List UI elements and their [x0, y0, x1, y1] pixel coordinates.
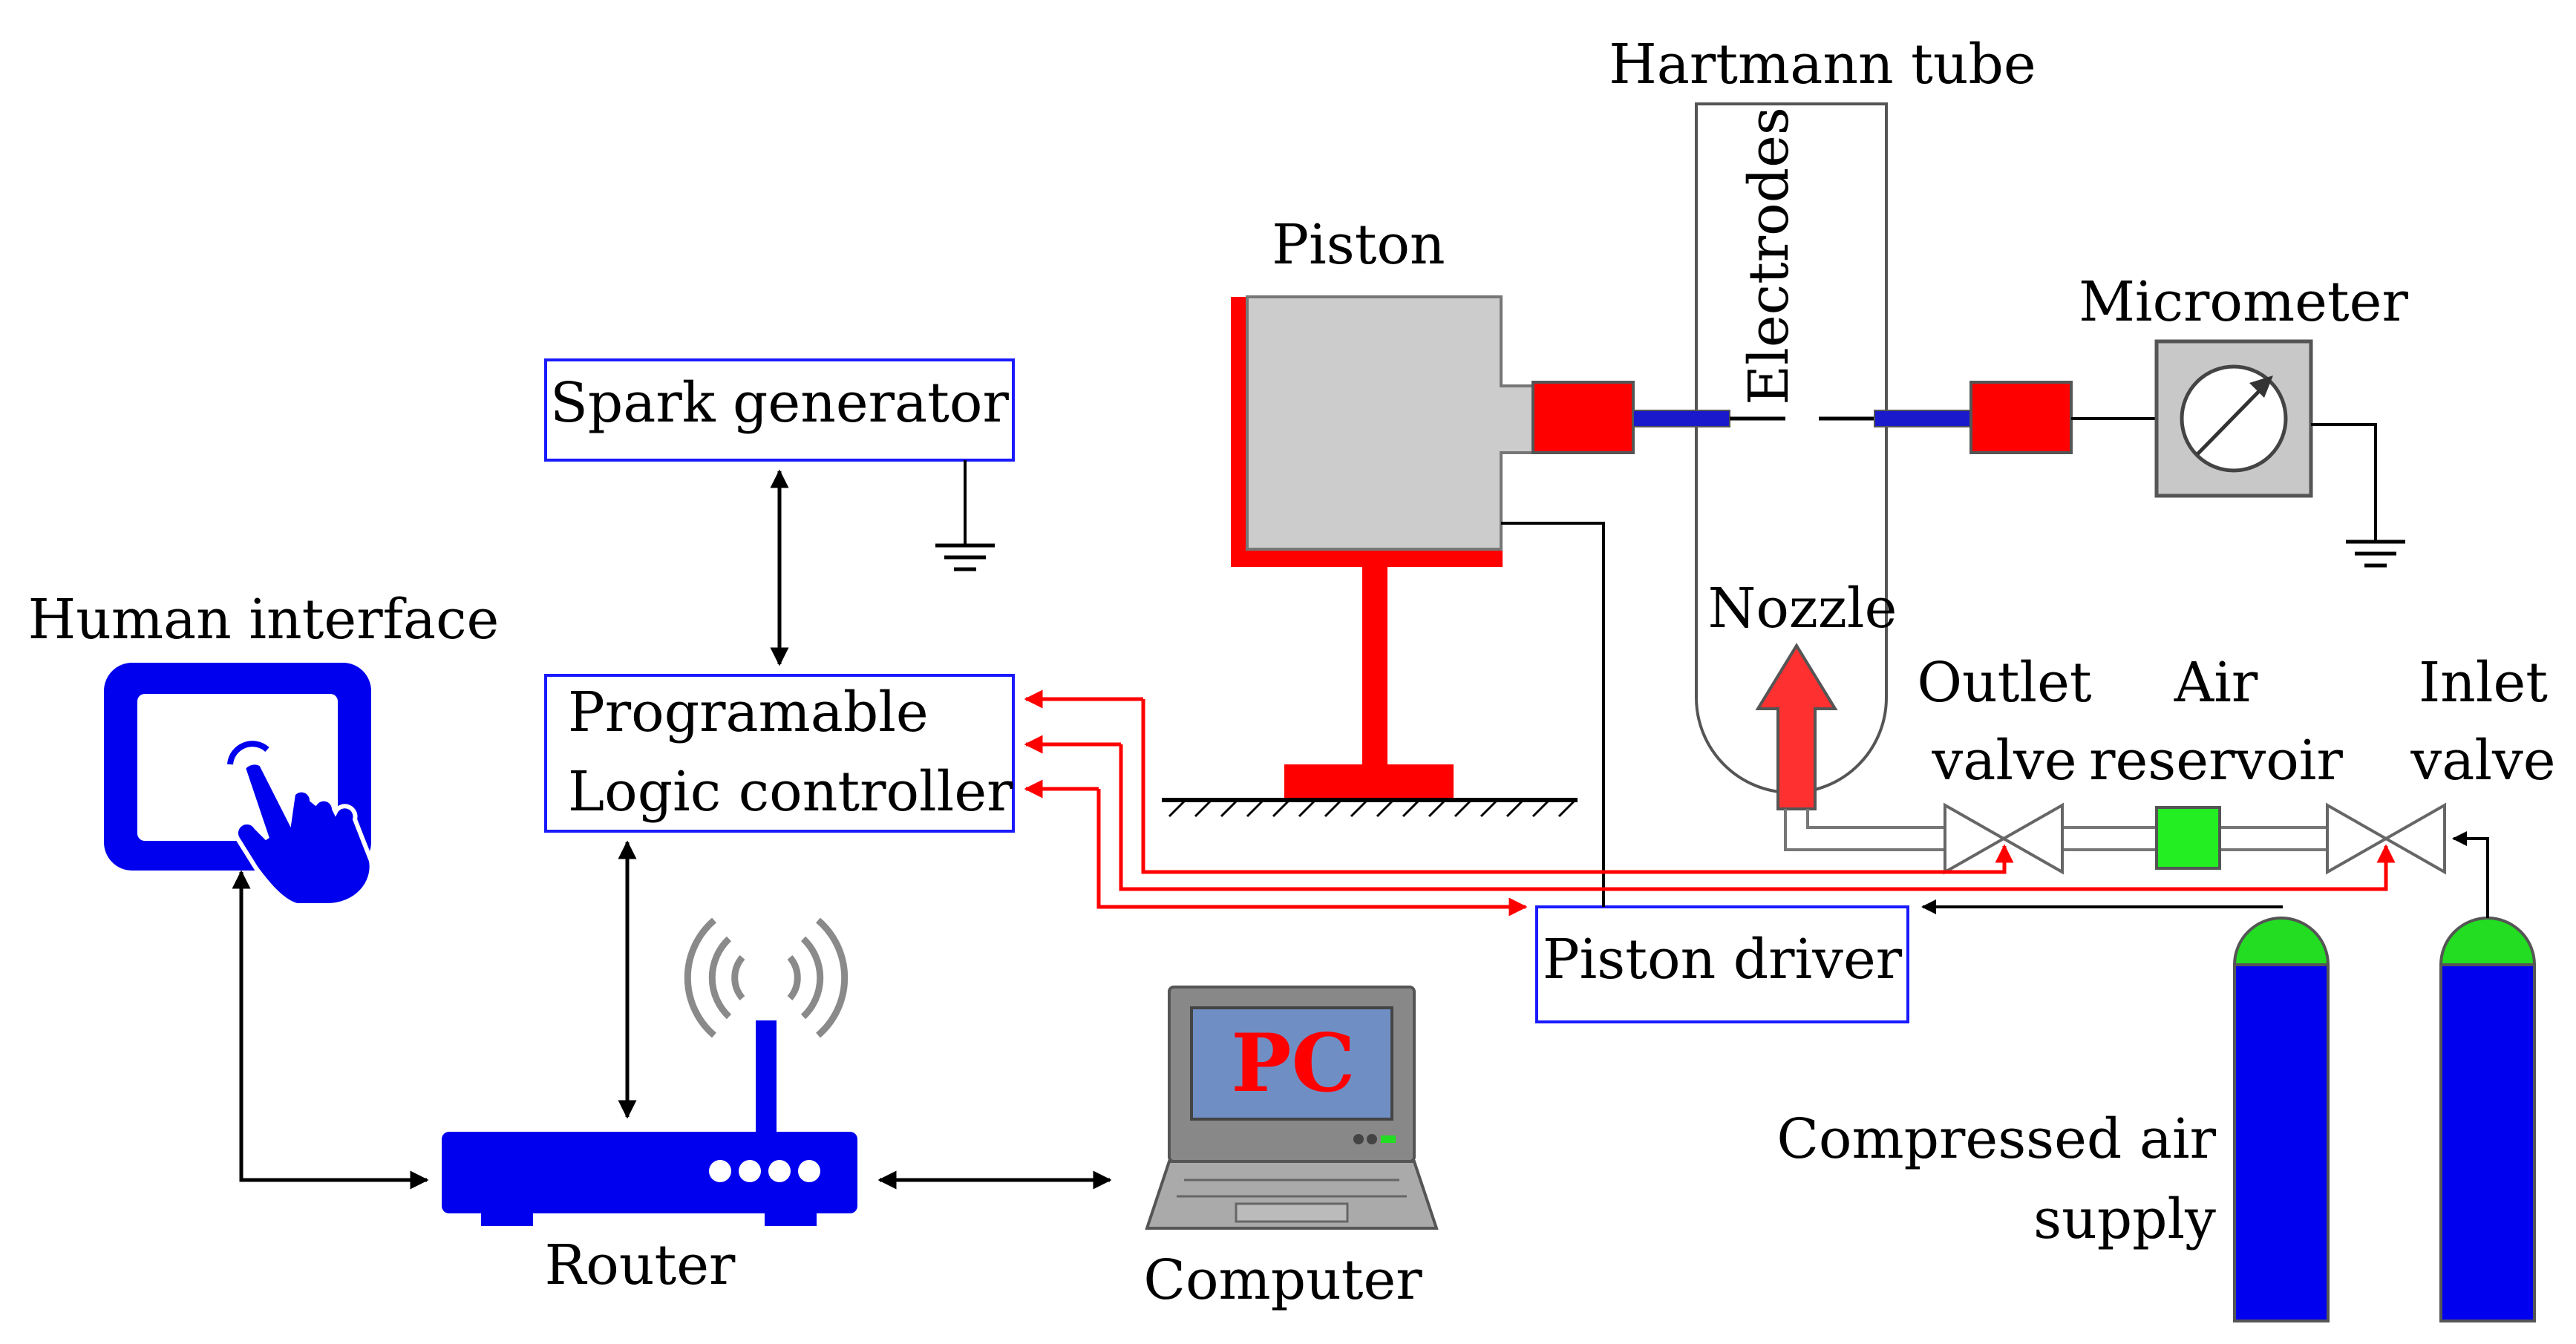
wifi-icon	[684, 917, 849, 1038]
piston-driver-box: Piston driver	[1535, 905, 1909, 1023]
micrometer-ground-wire	[2311, 423, 2377, 542]
router-icon	[442, 1020, 857, 1226]
air-supply-label-line2: supply	[2033, 1187, 2216, 1251]
inlet-valve	[2326, 802, 2446, 875]
piston-label: Piston	[1272, 213, 1445, 277]
touchscreen-icon	[104, 663, 374, 908]
electrodes-label: Electrodes	[1737, 107, 1801, 405]
outlet-valve	[1944, 802, 2064, 875]
air-pipes	[1784, 809, 2327, 851]
ground-icon	[935, 543, 995, 571]
interface-router-link	[232, 870, 429, 1190]
gauge-icon	[2154, 339, 2313, 498]
pc-screen-label: PC	[1231, 1017, 1355, 1110]
laptop-icon	[1145, 986, 1439, 1230]
air-reservoir-label-line2: reservoir	[2089, 729, 2343, 793]
spark-generator-box: Spark generator	[544, 358, 1015, 462]
router-label: Router	[545, 1233, 736, 1297]
air-cylinder-left	[2232, 917, 2330, 1322]
computer-label: Computer	[1143, 1248, 1422, 1312]
ground-icon	[2346, 540, 2405, 568]
piston-driver-link	[1501, 522, 1605, 907]
left-electrode	[1531, 381, 1785, 454]
outlet-valve-label-line2: valve	[1931, 729, 2076, 793]
air-cylinder-right	[2439, 917, 2537, 1322]
piston-driver-label: Piston driver	[1543, 928, 1903, 991]
plc-label-line1: Programable	[568, 681, 929, 744]
supply-to-inlet-valve	[2452, 831, 2489, 918]
human-interface-label: Human interface	[28, 588, 500, 652]
nozzle-label: Nozzle	[1708, 577, 1897, 640]
right-electrode	[1819, 381, 2157, 454]
air-reservoir-label-line1: Air	[2174, 651, 2258, 715]
micrometer-label: Micrometer	[2079, 270, 2408, 334]
hartmann-tube-label: Hartmann tube	[1609, 33, 2036, 96]
spark-generator-label: Spark generator	[550, 371, 1009, 435]
air-supply-label-line1: Compressed air	[1776, 1107, 2216, 1171]
plc-box: Programable Logic controller	[544, 674, 1015, 833]
nozzle-arrow-icon	[1755, 643, 1838, 810]
ground-hatch	[1168, 799, 1577, 818]
air-reservoir	[2155, 806, 2221, 870]
inlet-valve-label-line2: valve	[2410, 729, 2555, 793]
plc-signal-lines	[1024, 689, 2396, 917]
plc-label-line2: Logic controller	[568, 760, 1013, 824]
inlet-valve-label-line1: Inlet	[2419, 651, 2548, 715]
piston	[1162, 295, 1578, 802]
outlet-valve-label-line1: Outlet	[1917, 651, 2092, 715]
